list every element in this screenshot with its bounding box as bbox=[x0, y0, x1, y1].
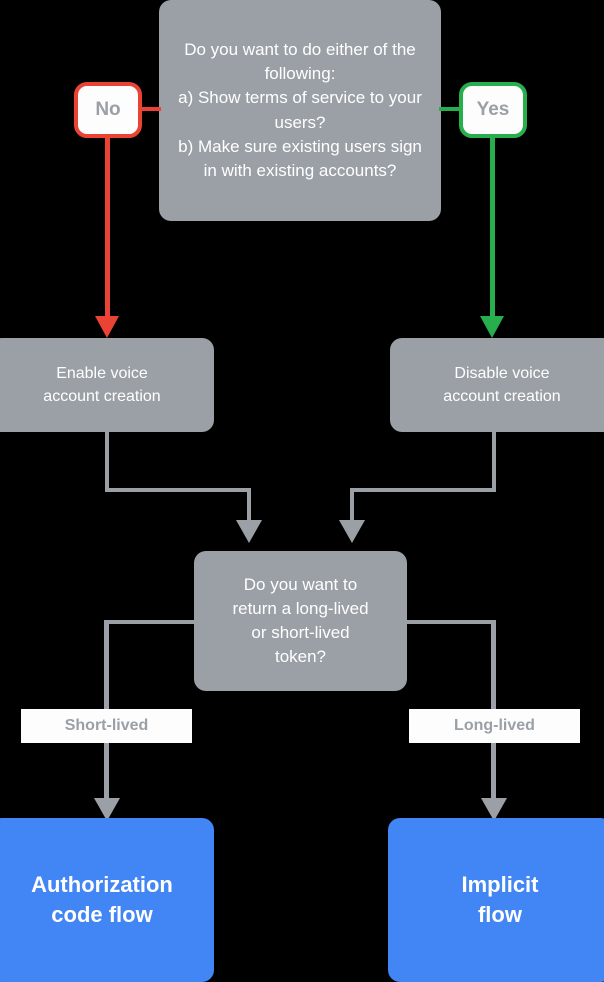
connector-yes-to-disable bbox=[490, 134, 495, 319]
arrowhead-disable-to-question bbox=[339, 520, 365, 543]
badge-no-label: No bbox=[95, 99, 121, 120]
badge-yes[interactable]: Yes bbox=[459, 82, 527, 138]
badge-yes-label: Yes bbox=[476, 99, 510, 120]
node-top-question: Do you want to do either of the followin… bbox=[159, 0, 441, 221]
edge-label-long-lived-text: Long-lived bbox=[454, 717, 535, 734]
edge-label-long-lived: Long-lived bbox=[409, 709, 580, 743]
connector-no-to-enable bbox=[105, 134, 110, 319]
connector-enable-into-question bbox=[247, 488, 251, 523]
arrowhead-long-lived bbox=[481, 798, 507, 821]
connector-yes-stub bbox=[439, 107, 460, 111]
edge-label-short-lived-text: Short-lived bbox=[64, 717, 149, 734]
connector-disable-down bbox=[492, 432, 496, 492]
connector-enable-down bbox=[105, 432, 109, 492]
arrowhead-yes-to-disable bbox=[480, 316, 504, 338]
arrowhead-no-to-enable bbox=[95, 316, 119, 338]
node-top-question-label: Do you want to do either of the followin… bbox=[178, 40, 422, 180]
connector-disable-left bbox=[350, 488, 496, 492]
connector-no-stub bbox=[140, 107, 161, 111]
connector-short-lived-horizontal bbox=[107, 620, 197, 624]
arrowhead-short-lived bbox=[94, 798, 120, 821]
connector-disable-into-question bbox=[350, 488, 354, 523]
badge-no[interactable]: No bbox=[74, 82, 142, 138]
edge-label-short-lived: Short-lived bbox=[21, 709, 192, 743]
arrowhead-enable-to-question bbox=[236, 520, 262, 543]
connector-long-lived-horizontal bbox=[404, 620, 494, 624]
connector-enable-right bbox=[105, 488, 251, 492]
